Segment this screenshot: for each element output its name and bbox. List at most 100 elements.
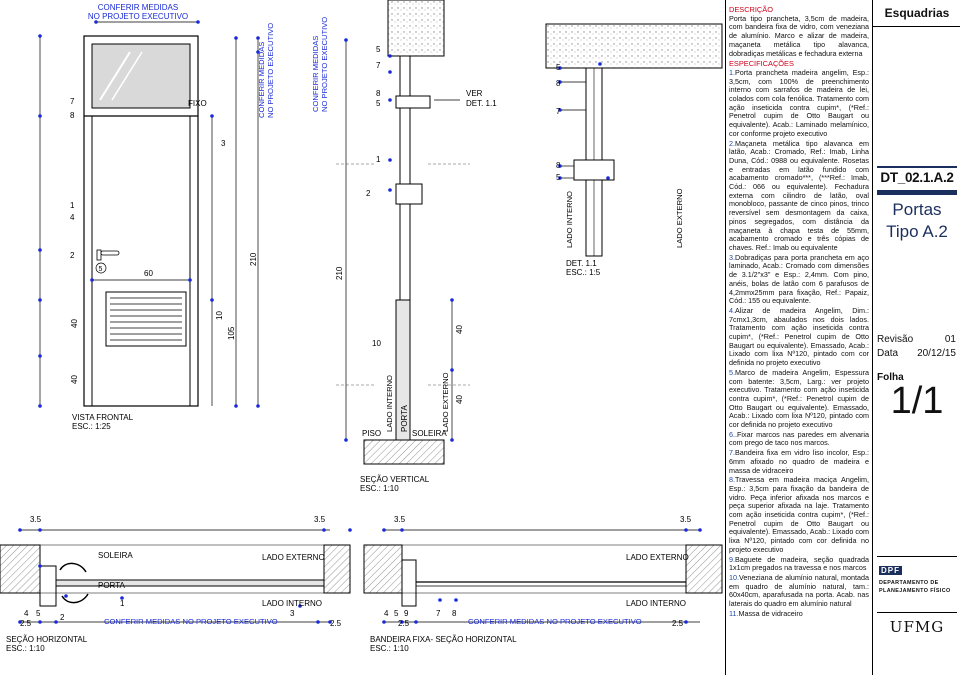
- fix-callout-5: 5: [394, 609, 399, 618]
- fix-conferir: CONFERIR MEDIDAS NO PROJETO EXECUTIVO: [468, 617, 642, 626]
- spec-item-text: Baguete de madeira, seção quadrada 1x1cm…: [729, 554, 869, 573]
- fix-callout-8: 8: [452, 609, 457, 618]
- hor-callout-4: 4: [24, 609, 29, 618]
- vert-piso: PISO: [362, 429, 381, 438]
- spec-item: 9.Baguete de madeira, seção quadrada 1x1…: [729, 554, 869, 573]
- spec-item: 11.Massa de vidraceiro: [729, 609, 869, 619]
- dimension-tick: [454, 598, 458, 602]
- dimension-tick: [328, 620, 332, 624]
- dim-60: 60: [144, 269, 153, 278]
- dimension-tick: [120, 596, 124, 600]
- hor-conferir: CONFERIR MEDIDAS NO PROJETO EXECUTIVO: [104, 617, 278, 626]
- dimension-tick: [382, 528, 386, 532]
- note-top-2: NO PROJETO EXECUTIVO: [88, 12, 188, 21]
- horizontal-section: SOLEIRA PORTA LADO EXTERNO LADO INTERNO …: [0, 515, 352, 653]
- front-view: CONFERIR MEDIDAS NO PROJETO EXECUTIVO CO…: [38, 3, 329, 431]
- description-text: Porta tipo prancheta, 3,5cm de madeira, …: [729, 13, 869, 58]
- det-lado-interno: LADO INTERNO: [565, 191, 574, 248]
- hor-title: SEÇÃO HORIZONTAL: [6, 635, 88, 644]
- spec-item-number: 8.: [729, 475, 735, 485]
- vert-lado-interno: LADO INTERNO: [385, 375, 394, 432]
- sheet-number: 1/1: [890, 380, 944, 422]
- door-leaf: [91, 115, 191, 407]
- fix-callout-4: 4: [384, 609, 389, 618]
- dimension-tick: [558, 80, 562, 84]
- spec-item-text: Maçaneta metálica tipo alavanca em latão…: [729, 138, 869, 252]
- spec-item-number: 10.: [729, 573, 739, 582]
- hor-d25a: 2.5: [20, 619, 32, 628]
- dimension-tick: [606, 176, 610, 180]
- dimension-tick: [18, 528, 22, 532]
- dimension-tick: [450, 438, 454, 442]
- dimension-tick: [298, 604, 302, 608]
- det-scale: ESC.: 1:5: [566, 268, 601, 277]
- vertical-section: 210 10 40 40 PISO PORTA SOLEIRA LADO INT…: [335, 0, 497, 493]
- dimension-tick: [54, 620, 58, 624]
- dimension-tick: [38, 34, 42, 38]
- det-callout-8b: 8: [556, 161, 561, 170]
- dimension-tick: [558, 164, 562, 168]
- door-handle: [96, 249, 120, 261]
- spec-item: 3.Dobradiças para porta prancheta em aço…: [729, 252, 869, 306]
- dimension-tick: [18, 620, 22, 624]
- dimension-tick: [400, 620, 404, 624]
- vert-title: SEÇÃO VERTICAL: [360, 475, 430, 484]
- dpf-text-1: DEPARTAMENTO DE: [879, 580, 939, 586]
- dim-40b: 40: [70, 375, 79, 384]
- dimension-tick: [388, 98, 392, 102]
- fix-d25b: 2.5: [672, 619, 684, 628]
- spec-item: 4.Alizar de madeira Angelim, Dim.: 7cmx1…: [729, 305, 869, 368]
- spec-item-number: 2.: [729, 138, 735, 148]
- sheet-label: Folha: [877, 372, 904, 383]
- description-column: [725, 0, 872, 675]
- spec-item-text: Veneziana de alumínio natural, montada e…: [729, 573, 869, 609]
- spec-item-text: Bandeira fixa em vidro liso incolor, Esp…: [729, 448, 869, 475]
- hor-d35b: 3.5: [314, 515, 326, 524]
- callout-2: 2: [70, 251, 75, 260]
- dimension-tick: [450, 298, 454, 302]
- det-lado-externo: LADO EXTERNO: [675, 188, 684, 248]
- hor-callout-5: 5: [36, 609, 41, 618]
- callout-8: 8: [70, 111, 75, 120]
- spec-item: 2.Maçaneta metálica tipo alavanca em lat…: [729, 138, 869, 253]
- spec-item-number: 1.: [729, 67, 735, 77]
- fix-scale: ESC.: 1:10: [370, 644, 409, 653]
- hor-porta: PORTA: [98, 581, 125, 590]
- dimension-tick: [38, 620, 42, 624]
- vert-soleira: SOLEIRA: [412, 429, 447, 438]
- callout-5: 5: [99, 266, 103, 273]
- hor-callout-1: 1: [120, 599, 125, 608]
- technical-drawing: CONFERIR MEDIDAS NO PROJETO EXECUTIVO CO…: [0, 0, 723, 653]
- vert-callout-1: 1: [376, 155, 381, 164]
- note-side-1b: NO PROJETO EXECUTIVO: [266, 23, 275, 118]
- callout-1: 1: [70, 201, 75, 210]
- hor-callout-2: 2: [60, 613, 65, 622]
- dimension-tick: [38, 528, 42, 532]
- spec-item: 7.Bandeira fixa em vidro liso incolor, E…: [729, 448, 869, 475]
- dimension-tick: [414, 620, 418, 624]
- spec-item: 5.Marco de madeira Angelim, Espessura co…: [729, 367, 869, 430]
- fix-callout-7: 7: [436, 609, 441, 618]
- dpf-logo: DPF: [879, 566, 902, 575]
- dimension-tick: [210, 114, 214, 118]
- dimension-tick: [90, 278, 94, 282]
- vert-callout-7: 7: [376, 61, 381, 70]
- vert-porta: PORTA: [400, 405, 409, 432]
- dimension-tick: [256, 50, 260, 54]
- dim-105: 105: [227, 326, 236, 340]
- revision-value: 01: [944, 334, 956, 345]
- vert-dim-40b: 40: [455, 395, 464, 404]
- note-side-1a: CONFERIR MEDIDAS: [257, 42, 266, 118]
- vert-scale: ESC.: 1:10: [360, 484, 399, 493]
- fixo-label: FIXO: [188, 99, 207, 108]
- dimension-tick: [188, 278, 192, 282]
- dimension-tick: [388, 188, 392, 192]
- dimension-tick: [382, 620, 386, 624]
- spec-item-text: .Fixar marcos nas paredes em alvenaria c…: [729, 429, 869, 448]
- louver-vent: [105, 291, 187, 347]
- spec-item-number: 4.: [729, 305, 735, 315]
- spec-item-text: Dobradiças para porta prancheta em aço l…: [729, 252, 869, 306]
- category-header: Esquadrias: [884, 6, 950, 20]
- vert-dim-210: 210: [335, 266, 344, 280]
- spec-item-text: Marco de madeira Angelim, Espessura com …: [729, 367, 869, 430]
